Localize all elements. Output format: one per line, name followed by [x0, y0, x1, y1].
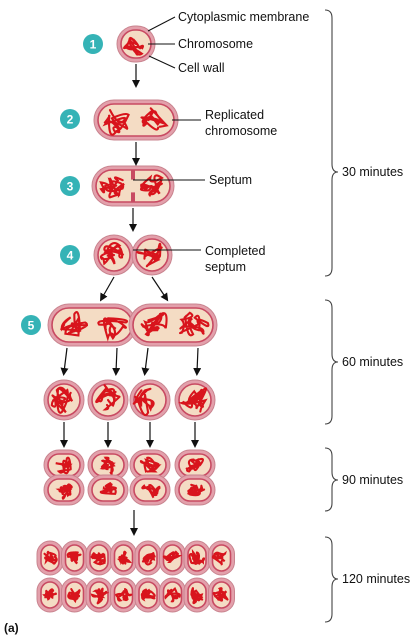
arrow-5-6-3 [145, 348, 148, 372]
bracket-60-minutes [325, 300, 338, 424]
cell-stage-3 [92, 166, 174, 206]
label-chromosome: Chromosome [178, 37, 253, 51]
step-number-3: 3 [67, 180, 74, 194]
time-brackets [325, 10, 338, 622]
cell-120min-top-3 [86, 541, 112, 575]
cell-stage-4-right [132, 235, 172, 275]
step-number-2: 2 [67, 113, 74, 127]
time-60-minutes: 60 minutes [342, 355, 403, 369]
pointer-cytoplasmic-membrane [148, 17, 175, 31]
cell-stage-2 [94, 100, 178, 140]
cell-stage-4-left [94, 235, 134, 275]
cell-120min-bottom-3 [86, 578, 112, 612]
label-completed-line1: Completed [205, 244, 265, 258]
cell-120min-bottom-8 [209, 578, 235, 612]
bracket-30-minutes [325, 10, 338, 276]
septum-top [131, 170, 135, 180]
arrow-4-5-right [152, 277, 166, 298]
cell-120min-top-2 [62, 541, 88, 575]
label-replicated-line1: Replicated [205, 108, 264, 122]
septum-bottom [131, 192, 135, 202]
cell-120min-top-7 [184, 541, 210, 575]
cell-120min-top-6 [160, 541, 186, 575]
cell-stage-5-left [48, 304, 136, 346]
label-cytoplasmic-membrane: Cytoplasmic membrane [178, 10, 309, 24]
arrow-5-6-4 [197, 348, 198, 372]
bracket-120-minutes [325, 537, 338, 622]
arrow-5-6-2 [116, 348, 117, 372]
arrow-5-6-1 [64, 348, 67, 372]
cell-120min-top-4 [111, 541, 137, 575]
cell-stage-5-right [129, 304, 217, 346]
cell-120min-bottom-4 [111, 578, 137, 612]
time-30-minutes: 30 minutes [342, 165, 403, 179]
bracket-90-minutes [325, 448, 338, 511]
time-120-minutes: 120 minutes [342, 572, 410, 586]
cell-120min-top-8 [209, 541, 235, 575]
arrow-4-5-left [102, 277, 114, 298]
cell-90min-bottom-2 [88, 475, 128, 505]
cell-90min-bottom-1 [44, 475, 84, 505]
panel-label: (a) [4, 621, 19, 635]
cell-120min-bottom-2 [62, 578, 88, 612]
cell-120min-top-5 [135, 541, 161, 575]
cell-90min-bottom-3 [130, 475, 170, 505]
label-completed-line2: septum [205, 260, 246, 274]
cell-60min-1 [44, 380, 84, 420]
step-number-4: 4 [67, 249, 74, 263]
step-markers: 1 2 3 4 5 [21, 34, 103, 335]
cell-90min-bottom-4 [175, 475, 215, 505]
step-number-1: 1 [90, 38, 97, 52]
cell-120min-bottom-1 [37, 578, 63, 612]
time-90-minutes: 90 minutes [342, 473, 403, 487]
step-number-5: 5 [28, 319, 35, 333]
label-cell-wall: Cell wall [178, 61, 225, 75]
cell-120min-bottom-7 [184, 578, 210, 612]
label-septum: Septum [209, 173, 252, 187]
label-replicated-line2: chromosome [205, 124, 277, 138]
pointer-cell-wall [149, 56, 175, 68]
cell-120min-top-1 [37, 541, 63, 575]
cell-60min-3 [130, 380, 170, 420]
cytoplasmic-membrane-shape [133, 308, 213, 342]
cell-60min-4 [175, 380, 215, 420]
cell-120min-bottom-6 [160, 578, 186, 612]
cell-120min-bottom-5 [135, 578, 161, 612]
cell-60min-2 [88, 380, 128, 420]
